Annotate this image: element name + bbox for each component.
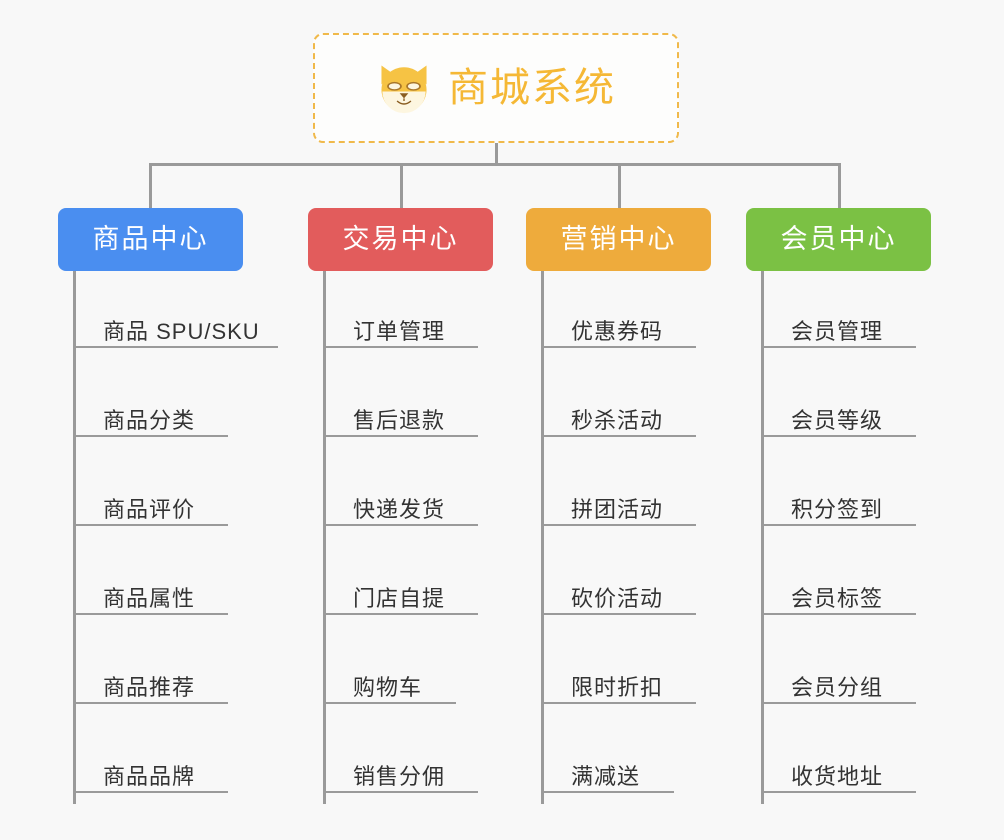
leaf-item[interactable]: 商品 SPU/SKU xyxy=(73,312,278,348)
leaf-item-label: 会员管理 xyxy=(791,318,884,344)
root-node[interactable]: 商城系统 xyxy=(313,33,679,143)
leaf-item-label: 满减送 xyxy=(571,763,641,789)
leaf-item-label: 砍价活动 xyxy=(571,585,664,611)
leaf-item[interactable]: 满减送 xyxy=(541,757,674,793)
leaf-item[interactable]: 秒杀活动 xyxy=(541,401,696,437)
leaf-item-label: 商品推荐 xyxy=(103,674,196,700)
leaf-item-label: 商品评价 xyxy=(103,496,196,522)
leaf-item[interactable]: 商品评价 xyxy=(73,490,228,526)
connector-drop-3 xyxy=(618,163,621,209)
leaf-item[interactable]: 销售分佣 xyxy=(323,757,478,793)
leaf-item[interactable]: 售后退款 xyxy=(323,401,478,437)
leaf-item[interactable]: 优惠券码 xyxy=(541,312,696,348)
root-title: 商城系统 xyxy=(448,66,616,110)
connector-drop-2 xyxy=(400,163,403,209)
leaf-item[interactable]: 会员标签 xyxy=(761,579,916,615)
connector-drop-4 xyxy=(838,163,841,209)
leaf-item-label: 会员标签 xyxy=(791,585,884,611)
category-header-label: 交易中心 xyxy=(342,224,459,254)
leaf-item[interactable]: 限时折扣 xyxy=(541,668,696,704)
leaf-item-label: 收货地址 xyxy=(791,763,884,789)
column-spine-product-center xyxy=(73,271,76,804)
leaf-item[interactable]: 拼团活动 xyxy=(541,490,696,526)
leaf-item[interactable]: 快递发货 xyxy=(323,490,478,526)
category-header-trade-center[interactable]: 交易中心 xyxy=(308,208,493,271)
leaf-item[interactable]: 购物车 xyxy=(323,668,456,704)
connector-drop-1 xyxy=(149,163,152,209)
leaf-item[interactable]: 订单管理 xyxy=(323,312,478,348)
leaf-item-label: 销售分佣 xyxy=(353,763,446,789)
connector-root-stem xyxy=(495,143,498,165)
category-header-label: 营销中心 xyxy=(560,224,677,254)
column-spine-member-center xyxy=(761,271,764,804)
leaf-item-label: 限时折扣 xyxy=(571,674,664,700)
leaf-item[interactable]: 商品推荐 xyxy=(73,668,228,704)
category-header-label: 商品中心 xyxy=(92,224,209,254)
leaf-item-label: 会员分组 xyxy=(791,674,884,700)
leaf-item-label: 商品 SPU/SKU xyxy=(103,318,260,344)
leaf-item[interactable]: 积分签到 xyxy=(761,490,916,526)
leaf-item-label: 商品属性 xyxy=(103,585,196,611)
leaf-item[interactable]: 收货地址 xyxy=(761,757,916,793)
leaf-item-label: 积分签到 xyxy=(791,496,884,522)
leaf-item-label: 售后退款 xyxy=(353,407,446,433)
shiba-dog-face-icon xyxy=(381,65,427,114)
leaf-item-label: 商品分类 xyxy=(103,407,196,433)
leaf-item[interactable]: 砍价活动 xyxy=(541,579,696,615)
leaf-item-label: 购物车 xyxy=(353,674,423,700)
leaf-item-label: 订单管理 xyxy=(353,318,446,344)
leaf-item-label: 商品品牌 xyxy=(103,763,196,789)
leaf-item[interactable]: 商品品牌 xyxy=(73,757,228,793)
leaf-item-label: 快递发货 xyxy=(353,496,446,522)
leaf-item[interactable]: 会员分组 xyxy=(761,668,916,704)
leaf-item[interactable]: 商品属性 xyxy=(73,579,228,615)
category-header-marketing-center[interactable]: 营销中心 xyxy=(526,208,711,271)
leaf-item-label: 秒杀活动 xyxy=(571,407,664,433)
leaf-item[interactable]: 门店自提 xyxy=(323,579,478,615)
leaf-item-label: 会员等级 xyxy=(791,407,884,433)
leaf-item-label: 拼团活动 xyxy=(571,496,664,522)
leaf-item[interactable]: 会员等级 xyxy=(761,401,916,437)
column-spine-marketing-center xyxy=(541,271,544,804)
category-header-member-center[interactable]: 会员中心 xyxy=(746,208,931,271)
leaf-item[interactable]: 商品分类 xyxy=(73,401,228,437)
category-header-product-center[interactable]: 商品中心 xyxy=(58,208,243,271)
category-header-label: 会员中心 xyxy=(780,224,897,254)
connector-bus-bar xyxy=(149,163,841,166)
column-spine-trade-center xyxy=(323,271,326,804)
leaf-item[interactable]: 会员管理 xyxy=(761,312,916,348)
leaf-item-label: 门店自提 xyxy=(353,585,446,611)
leaf-item-label: 优惠券码 xyxy=(571,318,664,344)
